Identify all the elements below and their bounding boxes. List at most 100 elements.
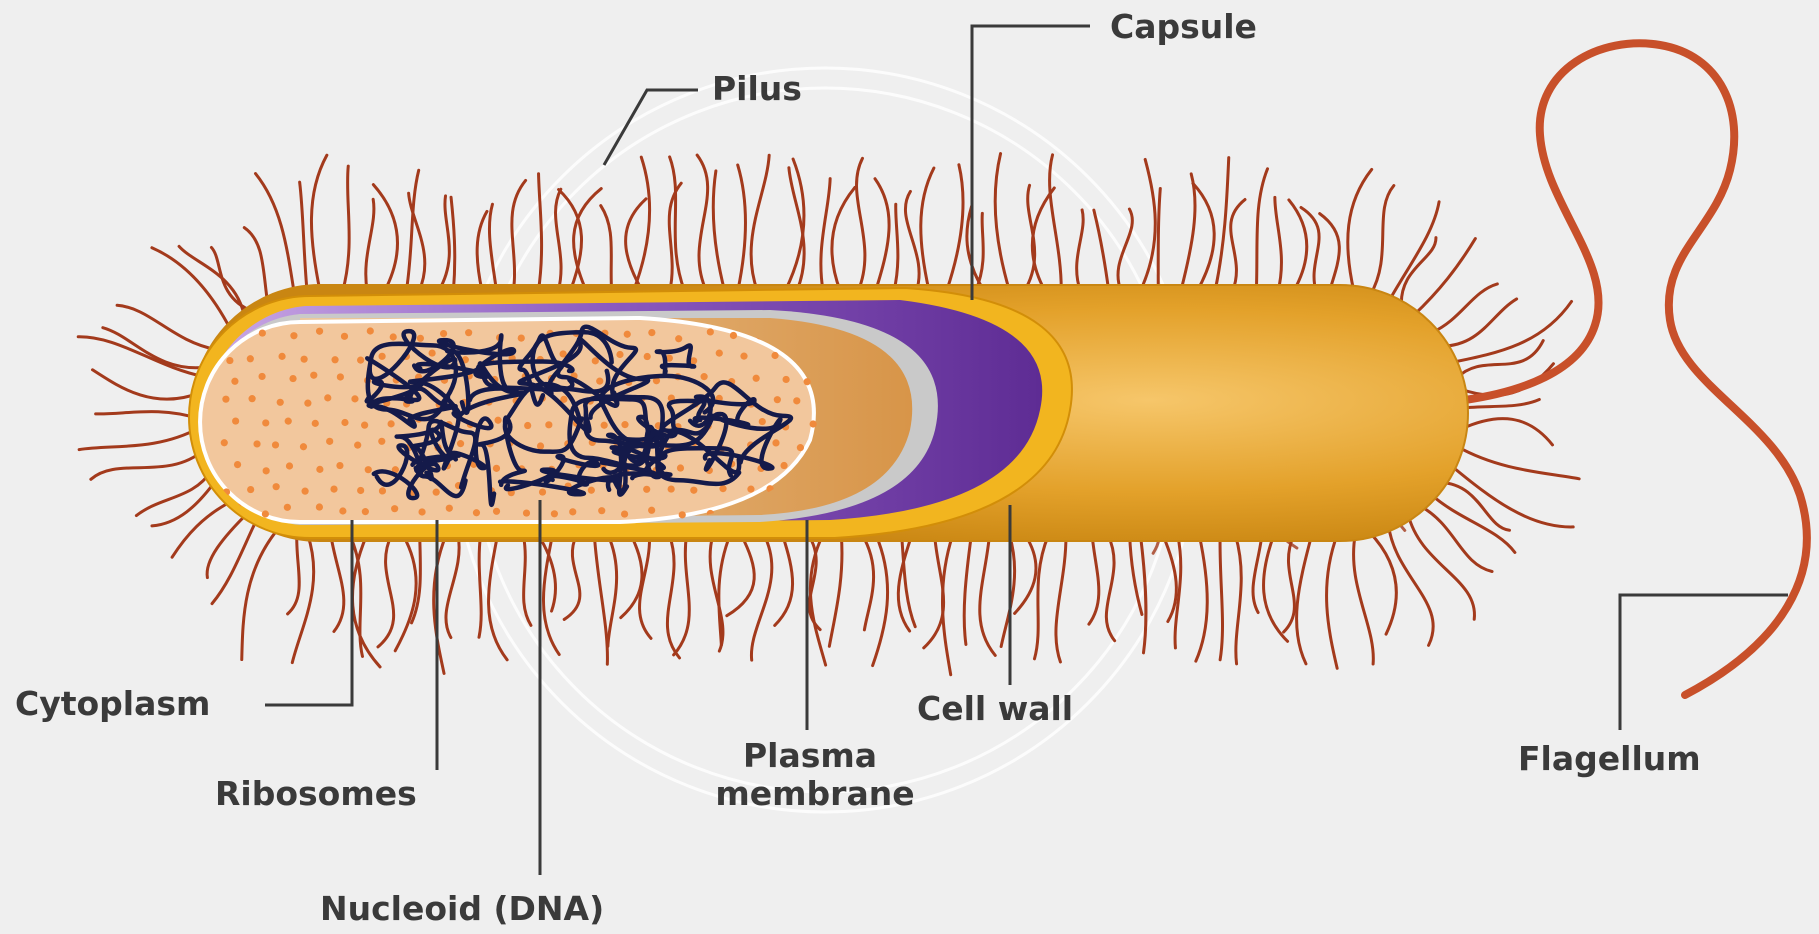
ribosome-dot — [643, 486, 650, 493]
ribosome-dot — [310, 372, 317, 379]
ribosome-dot — [341, 419, 348, 426]
ribosome-dot — [262, 510, 269, 517]
ribosome-dot — [273, 483, 280, 490]
ribosome-dot — [277, 399, 284, 406]
pilus-strand — [862, 535, 873, 630]
ribosome-dot — [677, 464, 684, 471]
ribosome-dot — [730, 332, 737, 339]
ribosome-dot — [465, 329, 472, 336]
pilus-strand — [1220, 535, 1222, 660]
ribosome-dot — [690, 487, 697, 494]
pilus-strand — [727, 535, 754, 616]
pilus-strand — [523, 535, 531, 625]
ribosome-dot — [262, 419, 269, 426]
pilus-strand — [1264, 535, 1288, 641]
pilus-strand — [92, 370, 199, 399]
ribosome-dot — [537, 442, 544, 449]
ribosome-dot — [316, 328, 323, 335]
ribosome-dot — [774, 396, 781, 403]
pilus-strand — [713, 171, 724, 291]
ribosome-dot — [286, 462, 293, 469]
pilus-strand — [633, 157, 649, 291]
pilus-strand — [1354, 534, 1374, 664]
ribosome-dot — [300, 443, 307, 450]
pilus-strand — [667, 535, 679, 658]
ribosome-dot — [278, 353, 285, 360]
ribosome-dot — [391, 505, 398, 512]
label-cell-wall: Cell wall — [917, 689, 1073, 728]
ribosome-dot — [362, 508, 369, 515]
ribosome-dot — [679, 511, 686, 518]
pilus-strand — [1461, 419, 1553, 445]
pilus-strand — [311, 155, 326, 291]
pilus-strand — [300, 182, 307, 292]
pilus-strand — [288, 533, 300, 614]
pilus-strand — [1442, 299, 1517, 346]
pilus-strand — [564, 535, 580, 619]
pilus-strand — [697, 155, 708, 291]
pilus-strand — [1015, 535, 1036, 613]
ribosome-dot — [390, 333, 397, 340]
ribosome-dot — [493, 465, 500, 472]
pilus-strand — [406, 170, 418, 291]
ribosome-dot — [379, 487, 386, 494]
pilus-strand — [1196, 535, 1207, 661]
pilus-strand — [179, 246, 244, 317]
pilus-strand — [479, 535, 481, 637]
ribosome-dot — [668, 485, 675, 492]
pilus-strand — [1056, 535, 1066, 662]
ribosome-dot — [247, 486, 254, 493]
pilus-strand — [244, 228, 267, 303]
ribosome-dot — [759, 418, 766, 425]
ribosome-dot — [417, 335, 424, 342]
pilus-strand — [378, 535, 394, 647]
pilus-strand — [1369, 532, 1396, 635]
ribosome-dot — [232, 417, 239, 424]
ribosome-dot — [523, 509, 530, 516]
ribosome-dot — [797, 444, 804, 451]
label-plasma-membrane-line2: membrane — [715, 774, 914, 813]
pilus-strand — [446, 535, 459, 638]
ribosome-dot — [316, 466, 323, 473]
ribosome-dot — [357, 357, 364, 364]
pilus-strand — [1215, 158, 1229, 291]
ribosome-dot — [804, 378, 811, 385]
ribosome-dot — [545, 421, 552, 428]
ribosome-dot — [289, 375, 296, 382]
pilus-strand — [751, 535, 771, 660]
pilus-strand — [1408, 514, 1474, 619]
pilus-strand — [1001, 535, 1015, 647]
ribosome-dot — [753, 375, 760, 382]
ribosome-dot — [339, 507, 346, 514]
ribosome-dot — [331, 356, 338, 363]
pilus-strand — [136, 470, 212, 516]
pilus-strand — [1297, 535, 1312, 664]
ribosome-dot — [284, 504, 291, 511]
pilus-strand — [857, 158, 865, 291]
ribosome-dot — [524, 422, 531, 429]
pilus-strand — [1275, 197, 1282, 291]
ribosome-dot — [354, 442, 361, 449]
ribosome-dot — [810, 420, 817, 427]
ribosome-dot — [316, 503, 323, 510]
pilus-strand — [626, 199, 646, 291]
pilus-strand — [451, 197, 455, 291]
pilus-strand — [1370, 186, 1394, 295]
pilus-strand — [947, 165, 963, 291]
pilus-strand — [1301, 207, 1319, 291]
ribosome-dot — [783, 376, 790, 383]
ribosome-dot — [249, 395, 256, 402]
pilus-strand — [594, 535, 607, 664]
ribosome-dot — [518, 335, 525, 342]
ribosome-dot — [337, 373, 344, 380]
label-flagellum: Flagellum — [1518, 739, 1701, 778]
pilus-strand — [366, 199, 374, 291]
ribosome-dot — [740, 353, 747, 360]
pilus-strand — [395, 535, 416, 651]
pilus-strand — [905, 191, 919, 291]
pilus-strand — [829, 535, 842, 646]
pilus-strand — [103, 328, 207, 368]
pilus-strand — [211, 248, 252, 312]
leader-flagellum — [1620, 595, 1788, 730]
ribosome-dot — [493, 508, 500, 515]
